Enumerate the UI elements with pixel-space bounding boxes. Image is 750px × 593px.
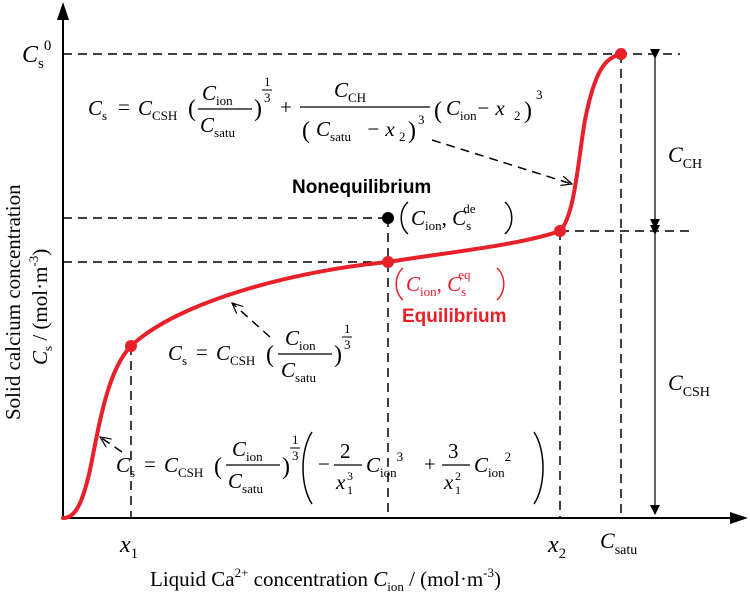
x-axis-label: Liquid Ca2+ concentration Cion / (mol·m-… — [150, 565, 501, 593]
svg-text:3: 3 — [344, 337, 351, 352]
svg-text:Cion2: Cion2 — [474, 449, 511, 480]
equation-middle: Cs = CCSH ( Cion Csatu ) 1 3 — [168, 321, 352, 385]
y-axis-label: Solid calcium concentration Cs / (mol·m-… — [1, 184, 55, 420]
svg-text:): ) — [524, 98, 532, 124]
svg-text:CCSH: CCSH — [216, 341, 255, 368]
svg-text:=: = — [144, 452, 156, 476]
pointer-eq-top — [431, 139, 572, 184]
svg-text:(: ( — [434, 98, 442, 124]
point-x2 — [554, 225, 566, 237]
x-tick-x1: x1 — [119, 532, 138, 562]
svg-text:3: 3 — [292, 448, 299, 463]
svg-text:Cion: Cion — [285, 326, 316, 353]
svg-text:3: 3 — [536, 87, 543, 102]
svg-text:CCSH: CCSH — [164, 453, 203, 480]
svg-text:2: 2 — [514, 108, 521, 123]
y-axis-label-line2: Cs / (mol·m-3) — [26, 249, 55, 365]
x-axis-arrowhead — [730, 512, 748, 524]
svg-text:2: 2 — [399, 129, 406, 144]
pointer-eq-bottom — [100, 437, 123, 453]
bracket-ch-label: CCH — [668, 142, 702, 172]
svg-text:CCSH: CCSH — [138, 96, 177, 123]
svg-text:+: + — [280, 95, 292, 119]
svg-text:−: − — [318, 452, 330, 476]
svg-text:− x: − x — [476, 96, 505, 120]
svg-text:3: 3 — [347, 469, 353, 483]
svg-text:1: 1 — [455, 483, 461, 497]
svg-text:3: 3 — [264, 90, 271, 105]
y-axis-label-line1: Solid calcium concentration — [1, 184, 25, 420]
svg-text:=: = — [118, 95, 130, 119]
svg-text:(: ( — [266, 342, 274, 368]
svg-text:− x: − x — [366, 117, 395, 141]
svg-text:Cion, Cseq: Cion, Cseq — [406, 267, 471, 299]
svg-text:Csatu: Csatu — [228, 469, 263, 496]
svg-text:Cion: Cion — [446, 96, 477, 123]
svg-text:Cs: Cs — [116, 453, 135, 480]
svg-text:(: ( — [302, 118, 310, 144]
svg-text:2: 2 — [340, 439, 351, 463]
svg-text:Cs: Cs — [88, 96, 107, 123]
svg-text:=: = — [196, 340, 208, 364]
svg-text:): ) — [408, 118, 416, 144]
svg-text:1: 1 — [264, 74, 271, 89]
equilibrium-label: Equilibrium — [402, 306, 507, 327]
svg-text:1: 1 — [347, 483, 353, 497]
nonequilibrium-label: Nonequilibrium — [292, 177, 431, 198]
point-nonequilibrium — [382, 212, 394, 224]
svg-text:x: x — [335, 470, 346, 494]
svg-text:Cion3: Cion3 — [366, 449, 403, 480]
svg-text:Csatu: Csatu — [281, 358, 316, 385]
svg-text:Csatu: Csatu — [200, 113, 235, 140]
svg-text:3: 3 — [418, 112, 425, 127]
svg-text:): ) — [282, 454, 290, 480]
svg-text:CCH: CCH — [334, 78, 366, 105]
svg-text:3: 3 — [448, 439, 459, 463]
svg-text:Cion: Cion — [232, 437, 263, 464]
bracket-csh-label: CCSH — [668, 370, 710, 400]
svg-text:): ) — [254, 96, 262, 122]
svg-text:1: 1 — [344, 321, 351, 336]
svg-text:(: ( — [214, 454, 222, 480]
x-tick-csatu: Csatu — [600, 528, 637, 558]
point-x1 — [125, 340, 137, 352]
svg-text:+: + — [424, 452, 436, 476]
nonequilibrium-point-label: Cion, Csde — [400, 201, 513, 235]
svg-text:Cion, Csde: Cion, Csde — [411, 201, 476, 233]
equation-top: Cs = CCSH ( Cion Csatu ) 1 3 + CCH ( Csa… — [88, 74, 543, 144]
x-tick-x2: x2 — [547, 532, 566, 562]
point-csatu — [615, 48, 627, 60]
svg-text:): ) — [334, 342, 342, 368]
equilibrium-point-label: Cion, Cseq — [395, 267, 505, 301]
svg-text:2: 2 — [455, 469, 461, 483]
svg-text:1: 1 — [292, 432, 299, 447]
pointer-eq-mid — [232, 303, 271, 338]
equation-bottom: Cs = CCSH ( Cion Csatu ) 1 3 − 2 x 1 3 C… — [116, 431, 544, 505]
svg-text:x: x — [443, 470, 454, 494]
point-equilibrium — [382, 256, 394, 268]
svg-text:Csatu: Csatu — [316, 117, 351, 144]
y-axis-arrowhead — [57, 2, 69, 20]
y-tick-cs0: Cs0 — [22, 38, 51, 72]
svg-text:(: ( — [188, 96, 196, 122]
svg-text:Cs: Cs — [168, 341, 187, 368]
svg-text:Cion: Cion — [202, 81, 233, 108]
